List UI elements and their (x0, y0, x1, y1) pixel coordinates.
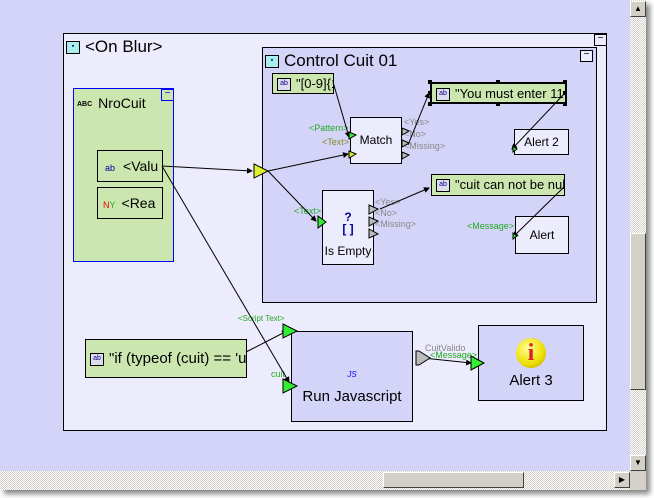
cuitvalido-port-label: CuitValido (425, 343, 466, 353)
no-port[interactable] (401, 139, 411, 148)
on-blur-label: <On Blur> (85, 37, 163, 56)
connection[interactable] (332, 81, 351, 138)
question-icon: ? (344, 210, 352, 224)
no-port[interactable] (368, 216, 380, 227)
on-blur-title: ▪ <On Blur> (66, 37, 163, 57)
text-icon: ab (436, 179, 450, 193)
missing-port[interactable] (368, 228, 380, 239)
scroll-up-button[interactable]: ▲ (630, 1, 646, 17)
msg1-label: "You must enter 11 digi (455, 86, 565, 101)
no-port-label: <No> (404, 129, 427, 139)
read-port[interactable]: NY <Rea (97, 187, 163, 219)
regex-label: "[0-9]{11 (296, 76, 333, 91)
run-javascript-node[interactable]: JS Run Javascript (291, 331, 413, 422)
missing-port-label: <Missing> (404, 141, 446, 151)
alert2-label: Alert 2 (524, 135, 559, 149)
scroll-down-button[interactable]: ▼ (630, 455, 646, 471)
brackets-icon: [ ] (342, 222, 354, 236)
cuit-port-label: cuit (271, 369, 286, 379)
read-label: <Rea (121, 195, 156, 211)
missing-port[interactable] (401, 151, 411, 160)
info-icon: i (516, 338, 546, 368)
horizontal-scrollbar[interactable]: ▶ (0, 471, 630, 490)
scroll-right-button[interactable]: ▶ (614, 472, 630, 488)
container-icon: ▪ (66, 41, 80, 55)
selection-handles[interactable] (428, 80, 567, 106)
message-port[interactable] (512, 145, 518, 153)
alert3-label: Alert 3 (509, 372, 553, 389)
nrocuit-title: NroCuit (98, 95, 146, 111)
text-icon: ab (105, 163, 116, 173)
text-port-label: <Text> (322, 137, 350, 147)
message-text-node-1[interactable]: ab "You must enter 11 digi (430, 82, 567, 104)
message-port-label: <Message> (467, 221, 515, 231)
text-port[interactable] (348, 150, 358, 159)
script-text-label: "if (typeof (cuit) == 'u (109, 350, 247, 367)
collapse-button[interactable]: − (580, 50, 593, 62)
is-empty-label: Is Empty (324, 244, 372, 258)
cuitvalido-port[interactable] (415, 350, 431, 366)
message-text-node-2[interactable]: ab "cuit can not be null" (431, 174, 565, 196)
connections-layer (161, 80, 567, 394)
pattern-port-label: <Pattern> (309, 123, 349, 133)
text-icon: ab (90, 352, 104, 366)
yes-port[interactable] (401, 127, 411, 136)
diagram-canvas[interactable]: ▪ <On Blur> − ABC NroCuit − ab <Valu NY <Rea… (0, 0, 630, 471)
alert-label: Alert (529, 228, 555, 242)
text-icon: ab (436, 88, 450, 102)
message-port[interactable] (470, 355, 486, 371)
script-text-port[interactable] (282, 323, 299, 339)
container-icon: ▪ (265, 55, 279, 69)
run-js-label: Run Javascript (302, 388, 402, 405)
boolean-icon: NY (103, 200, 116, 210)
message-port-label: <Message> (430, 350, 478, 360)
yes-port-label: <Yes> (404, 117, 430, 127)
input-port[interactable] (253, 163, 270, 179)
connection[interactable] (267, 152, 349, 172)
value-label: <Valu (123, 158, 159, 174)
msg2-label: "cuit can not be null" (455, 177, 565, 192)
missing-port-label: <Missing> (375, 219, 417, 229)
text-port-label: <Text> (294, 206, 322, 216)
connection[interactable] (161, 165, 290, 383)
vertical-scrollbar[interactable]: ▲ ▼ (630, 0, 646, 471)
is-empty-node[interactable]: ? [ ] Is Empty (322, 190, 374, 265)
connection[interactable] (512, 186, 565, 238)
control-title: Control Cuit 01 (284, 51, 398, 70)
js-icon: JS (347, 370, 357, 379)
connection[interactable] (245, 330, 288, 353)
regex-text-node[interactable]: ab "[0-9]{11 (272, 73, 334, 94)
pattern-port[interactable] (348, 131, 358, 140)
no-port-label: <No> (375, 208, 398, 218)
connection[interactable] (161, 165, 253, 174)
script-text-port-label: <Script Text> (238, 314, 285, 323)
connection[interactable] (379, 187, 430, 210)
match-node[interactable]: Match (350, 117, 402, 164)
diagram-window: ▪ <On Blur> − ABC NroCuit − ab <Valu NY <Rea… (0, 0, 646, 490)
yes-port-label: <Yes> (375, 197, 401, 207)
text-port[interactable] (317, 215, 327, 229)
scrollbar-corner (630, 471, 646, 490)
alert-3-node[interactable]: i Alert 3 (478, 325, 584, 401)
connection[interactable] (511, 92, 566, 150)
message-port[interactable] (512, 232, 518, 240)
script-text-node[interactable]: ab "if (typeof (cuit) == 'u (85, 339, 247, 378)
horizontal-scroll-thumb[interactable] (383, 472, 524, 488)
cuit-port[interactable] (282, 378, 299, 394)
abc-field-icon: ABC (77, 100, 93, 108)
connection[interactable] (422, 357, 472, 366)
text-icon: ab (277, 78, 291, 92)
match-label: Match (359, 133, 393, 147)
vertical-scroll-thumb[interactable] (630, 233, 646, 390)
connection[interactable] (407, 92, 430, 146)
collapse-button[interactable]: − (161, 89, 174, 101)
connection[interactable] (267, 170, 317, 222)
collapse-button[interactable]: − (594, 34, 607, 46)
alert-2-node[interactable]: Alert 2 (514, 129, 569, 155)
yes-port[interactable] (368, 204, 380, 215)
